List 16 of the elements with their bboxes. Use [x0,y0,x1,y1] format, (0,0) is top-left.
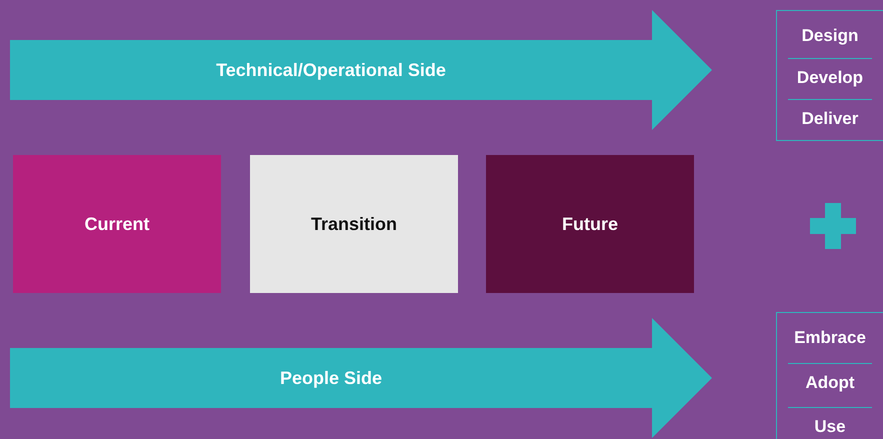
stage-box [250,155,458,293]
stage-box [13,155,221,293]
list-item: Embrace [793,327,867,349]
stage-box [486,155,694,293]
stage-label: Transition [310,214,397,234]
list-item: Use [788,407,872,439]
list-item: Develop [788,58,872,99]
list-box [776,312,883,439]
arrow-label: Technical/Operational Side [215,59,447,81]
list-item: Design [800,25,860,47]
list-box [776,10,883,141]
stage-label: Future [562,214,618,234]
stage-label: Current [84,214,150,234]
list-item: Deliver [788,98,872,140]
arrow-label: People Side [278,367,384,389]
list-item: Adopt [788,363,872,407]
